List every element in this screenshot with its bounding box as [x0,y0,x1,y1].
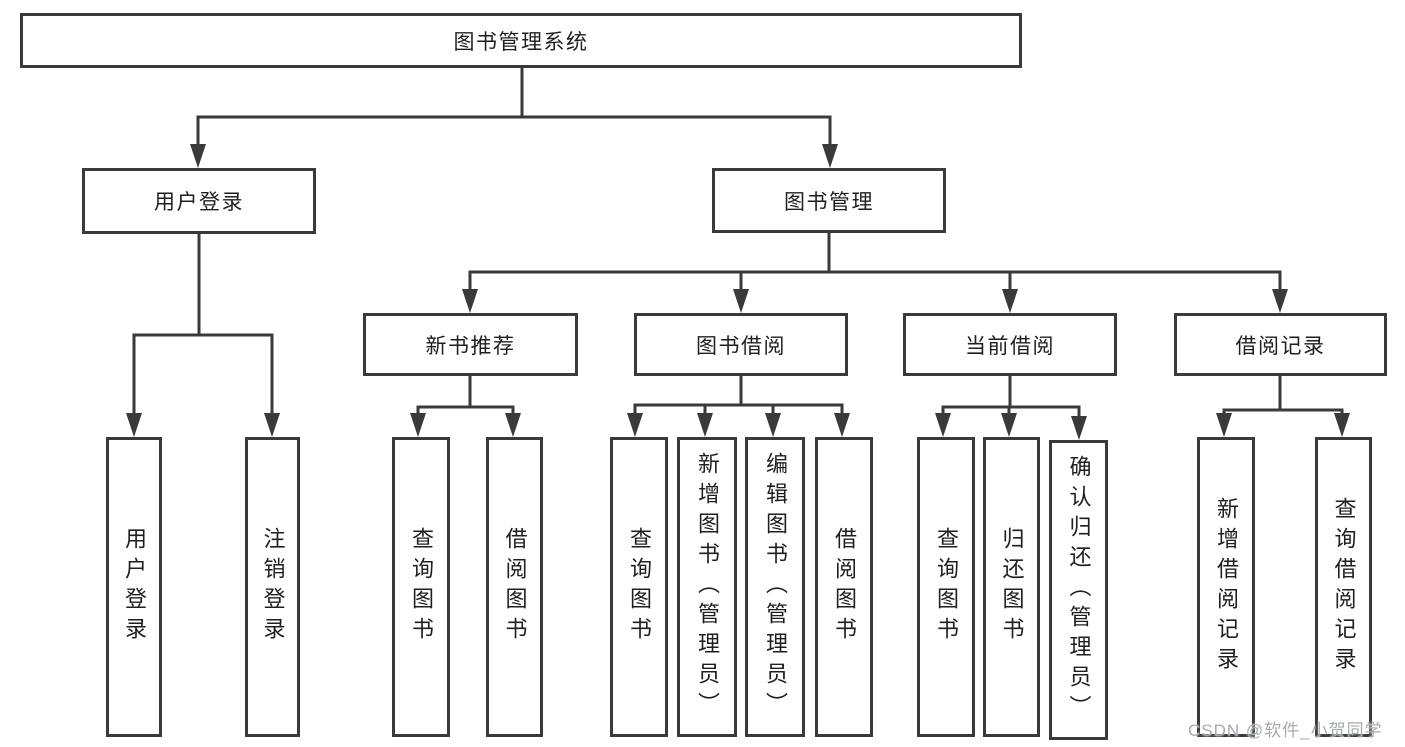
node-leaf-borrow-books-2: 借阅图书 [815,437,873,737]
node-new-book-recommendation: 新书推荐 [363,313,578,376]
node-leaf-edit-books-admin: 编辑图书（管理员） [745,437,805,737]
node-leaf-query-books-2: 查询图书 [610,437,668,737]
node-leaf-query-books-1: 查询图书 [392,437,450,737]
arrowheads [126,144,1350,440]
node-current-borrowing: 当前借阅 [903,313,1117,376]
node-leaf-add-borrow-record: 新增借阅记录 [1197,437,1255,737]
node-book-borrowing: 图书借阅 [634,313,848,376]
node-user-login: 用户登录 [82,168,316,234]
csdn-watermark: CSDN @软件_小贺同学 [1188,721,1383,740]
node-borrowing-records: 借阅记录 [1174,313,1387,376]
node-leaf-query-books-3: 查询图书 [917,437,975,737]
node-library-management-system: 图书管理系统 [20,13,1022,68]
node-leaf-borrow-books-1: 借阅图书 [486,437,543,737]
node-book-management: 图书管理 [712,168,946,233]
node-leaf-confirm-return-admin: 确认归还（管理员） [1049,440,1108,740]
node-leaf-logout: 注销登录 [245,437,300,737]
node-leaf-user-login: 用户登录 [106,437,162,737]
node-leaf-add-books-admin: 新增图书（管理员） [677,437,737,737]
node-leaf-return-books: 归还图书 [983,437,1040,737]
node-leaf-query-borrow-record: 查询借阅记录 [1315,437,1372,737]
